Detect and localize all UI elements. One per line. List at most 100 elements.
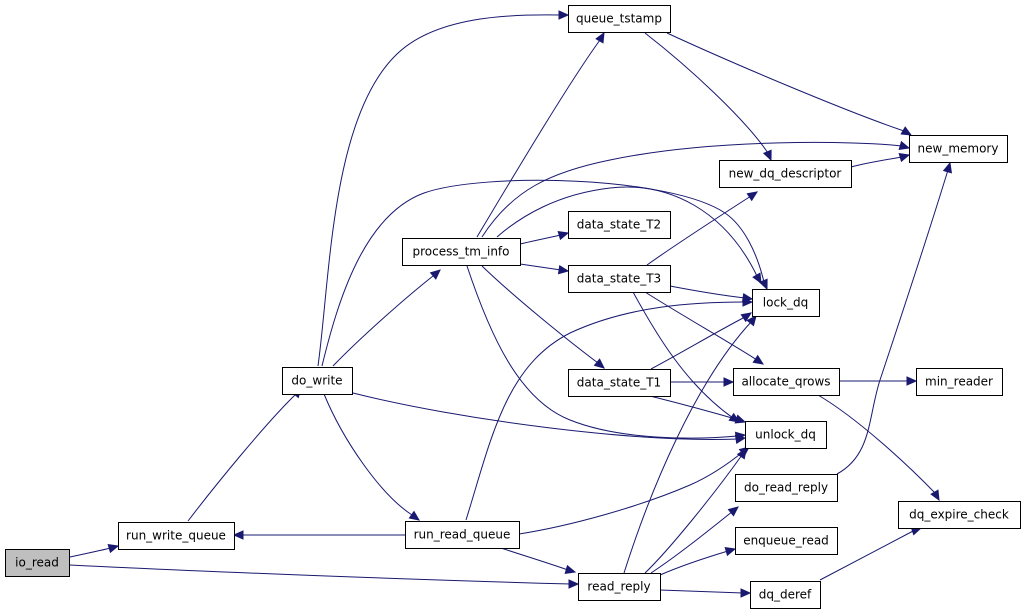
node-process-tm-info[interactable]: process_tm_info [402, 238, 521, 266]
arrowhead-icon [742, 297, 754, 307]
edge-io_read-to-run_write_queue [69, 543, 120, 558]
node-lock-dq[interactable]: lock_dq [752, 289, 820, 317]
node-label: run_read_queue [414, 528, 511, 542]
edge-run_read_queue-to-run_write_queue [232, 530, 405, 540]
node-label: data_state_T3 [577, 272, 661, 286]
edge-data_state_T1-to-lock_dq [650, 312, 753, 370]
edge-line [623, 320, 753, 574]
edge-read_reply-to-unlock_dq [644, 447, 747, 574]
node-label: lock_dq [763, 296, 808, 310]
edge-line [519, 263, 562, 271]
node-dq-deref[interactable]: dq_deref [750, 581, 821, 609]
node-label: data_state_T2 [577, 218, 661, 232]
node-label: allocate_qrows [741, 375, 830, 389]
edge-data_state_T3-to-allocate_qrows [644, 291, 765, 365]
node-box [719, 160, 852, 188]
node-dq-expire-check[interactable]: dq_expire_check [898, 501, 1021, 529]
node-label: do_read_reply [744, 481, 828, 495]
edge-run_read_queue-to-read_reply [500, 547, 577, 575]
arrowhead-icon [746, 191, 759, 202]
edge-process_tm_info-to-data_state_T2 [519, 230, 570, 245]
edge-data_state_T1-to-unlock_dq [649, 395, 747, 424]
node-box [909, 135, 1008, 163]
edge-run_write_queue-to-do_write [187, 387, 302, 522]
edge-process_tm_info-to-new_memory [481, 140, 911, 238]
edge-line [321, 179, 765, 367]
node-min-reader[interactable]: min_reader [916, 368, 1003, 396]
node-label: enqueue_read [743, 534, 829, 548]
edge-line [496, 186, 758, 277]
edge-line [69, 547, 112, 558]
edge-line [476, 39, 601, 238]
node-data-state-T3[interactable]: data_state_T3 [568, 265, 671, 293]
node-do-write[interactable]: do_write [282, 367, 353, 395]
node-label: io_read [15, 556, 59, 570]
edge-line [481, 265, 599, 364]
node-box [5, 549, 70, 577]
edge-do_write-to-lock_dq [321, 179, 768, 367]
edge-data_state_T3-to-new_dq_descriptor [646, 191, 759, 266]
edge-line [850, 156, 903, 168]
edge-do_read_reply-to-new_memory [836, 161, 953, 475]
node-queue-tstamp[interactable]: queue_tstamp [568, 5, 671, 33]
node-box [402, 238, 521, 266]
node-data-state-T2[interactable]: data_state_T2 [568, 211, 671, 239]
node-enqueue-read[interactable]: enqueue_read [735, 527, 838, 555]
arrowhead-icon [898, 152, 911, 163]
node-box [578, 573, 661, 601]
node-allocate-qrows[interactable]: allocate_qrows [733, 368, 840, 396]
arrowhead-icon [557, 230, 570, 241]
arrowhead-icon [740, 588, 752, 598]
edge-queue_tstamp-to-new_memory [666, 32, 913, 136]
arrowhead-icon [740, 312, 753, 323]
node-box [568, 369, 671, 397]
node-read-reply[interactable]: read_reply [578, 573, 661, 601]
node-data-state-T1[interactable]: data_state_T1 [568, 369, 671, 397]
edge-line [649, 395, 740, 421]
arrowhead-icon [758, 278, 768, 291]
edge-do_write-to-process_tm_info [332, 269, 441, 367]
node-label: min_reader [925, 375, 993, 389]
edge-data_state_T3-to-lock_dq [669, 285, 754, 303]
node-io-read[interactable]: io_read [5, 549, 70, 577]
edge-line [323, 393, 413, 516]
node-label: new_memory [918, 142, 999, 156]
edge-io_read-to-read_reply [69, 564, 580, 589]
node-box [898, 501, 1021, 529]
node-label: data_state_T1 [577, 376, 661, 390]
edge-line [644, 291, 758, 361]
edge-line [187, 393, 297, 522]
edge-line [317, 14, 562, 367]
edge-run_read_queue-to-unlock_dq [518, 446, 750, 535]
edge-read_reply-to-enqueue_read [659, 546, 737, 576]
node-box [282, 367, 353, 395]
arrowhead-icon [906, 376, 918, 386]
node-new-dq-descriptor[interactable]: new_dq_descriptor [719, 160, 852, 188]
edge-line [650, 510, 734, 574]
edge-line [481, 141, 903, 238]
node-unlock-dq[interactable]: unlock_dq [745, 421, 827, 449]
edge-line [352, 392, 739, 440]
arrowhead-icon [942, 161, 953, 174]
node-label: do_write [291, 374, 342, 388]
node-box [750, 581, 821, 609]
edge-line [836, 169, 949, 475]
edge-line [669, 285, 746, 299]
node-box [735, 474, 838, 502]
node-label: run_write_queue [126, 529, 226, 543]
node-label: new_dq_descriptor [729, 167, 842, 181]
node-box [568, 5, 671, 33]
edge-line [819, 529, 916, 581]
node-label: unlock_dq [755, 428, 816, 442]
edge-line [659, 589, 744, 594]
node-box [405, 521, 520, 549]
node-label: read_reply [587, 580, 650, 594]
arrowhead-icon [557, 264, 570, 275]
edge-do_write-to-run_read_queue [323, 393, 421, 521]
edge-line [465, 301, 746, 521]
node-run-read-queue[interactable]: run_read_queue [405, 521, 520, 549]
node-run-write-queue[interactable]: run_write_queue [118, 522, 235, 550]
node-do-read-reply[interactable]: do_read_reply [735, 474, 838, 502]
node-new-memory[interactable]: new_memory [909, 135, 1008, 163]
